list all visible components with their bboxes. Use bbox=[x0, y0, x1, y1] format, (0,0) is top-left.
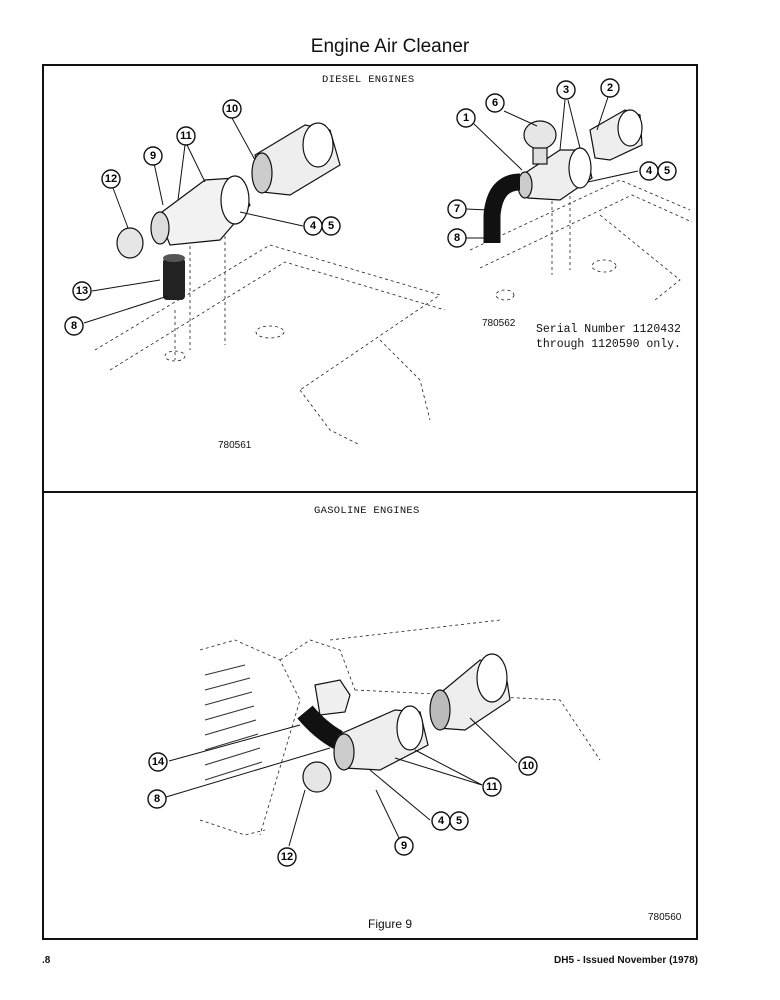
callout-13-left: 13 bbox=[72, 281, 92, 301]
callout-8-right-label: 8 bbox=[454, 232, 460, 244]
callout-4-left-label: 4 bbox=[310, 220, 317, 232]
callout-7-right: 7 bbox=[447, 199, 467, 219]
diesel-section-label: DIESEL ENGINES bbox=[322, 74, 415, 86]
callout-9-gas-label: 9 bbox=[401, 840, 407, 852]
callout-6-right-label: 6 bbox=[492, 97, 498, 109]
callout-14-gas-label: 14 bbox=[152, 756, 165, 768]
callout-8-gas: 8 bbox=[147, 789, 167, 809]
callout-5-gas-label: 5 bbox=[456, 815, 462, 827]
page-title: Engine Air Cleaner bbox=[310, 36, 470, 57]
callout-2-right-label: 2 bbox=[607, 82, 613, 94]
callout-5-right-label: 5 bbox=[664, 165, 670, 177]
callout-4-gas: 4 bbox=[431, 811, 451, 831]
page-number: .8 bbox=[42, 955, 51, 966]
callout-4-gas-label: 4 bbox=[438, 815, 445, 827]
callout-11-left: 11 bbox=[176, 126, 196, 146]
serial-note-line-1: Serial Number 1120432 bbox=[536, 323, 681, 336]
serial-note: Serial Number 1120432 through 1120590 on… bbox=[536, 322, 681, 352]
diesel-left-figure-number: 780561 bbox=[218, 440, 252, 451]
callout-4-right-label: 4 bbox=[646, 165, 653, 177]
gasoline-drawing bbox=[165, 619, 601, 847]
diesel-left-drawing bbox=[83, 117, 446, 446]
figure-caption: Figure 9 bbox=[367, 917, 413, 931]
callout-9-gas: 9 bbox=[394, 836, 414, 856]
callout-10-left-label: 10 bbox=[226, 103, 238, 115]
callout-11-gas-label: 11 bbox=[486, 781, 498, 793]
callout-8-left-label: 8 bbox=[71, 320, 77, 332]
callout-9-left: 9 bbox=[143, 146, 163, 166]
callout-1-right-label: 1 bbox=[463, 112, 469, 124]
serial-note-line-2: through 1120590 only. bbox=[536, 338, 681, 351]
callout-5-left: 5 bbox=[321, 216, 341, 236]
callout-4-left: 4 bbox=[303, 216, 323, 236]
callout-5-left-label: 5 bbox=[328, 220, 334, 232]
callout-13-left-label: 13 bbox=[76, 285, 88, 297]
callout-12-gas: 12 bbox=[277, 847, 297, 867]
callout-5-gas: 5 bbox=[449, 811, 469, 831]
callout-8-gas-label: 8 bbox=[154, 793, 160, 805]
section-divider bbox=[42, 491, 698, 493]
callout-10-gas: 10 bbox=[518, 756, 538, 776]
callout-1-right: 1 bbox=[456, 108, 476, 128]
callout-11-left-label: 11 bbox=[180, 130, 192, 142]
callout-4-right: 4 bbox=[639, 161, 659, 181]
callout-9-left-label: 9 bbox=[150, 150, 156, 162]
callout-14-gas: 14 bbox=[148, 752, 168, 772]
callout-3-right-label: 3 bbox=[563, 84, 569, 96]
callout-3-right: 3 bbox=[556, 80, 576, 100]
callout-5-right: 5 bbox=[657, 161, 677, 181]
callout-8-left: 8 bbox=[64, 316, 84, 336]
callout-6-right: 6 bbox=[485, 93, 505, 113]
callout-11-gas: 11 bbox=[482, 777, 502, 797]
figure-frame bbox=[42, 64, 698, 940]
gasoline-section-label: GASOLINE ENGINES bbox=[314, 505, 420, 517]
callout-10-left: 10 bbox=[222, 99, 242, 119]
callout-10-gas-label: 10 bbox=[522, 760, 534, 772]
callout-12-left: 12 bbox=[101, 169, 121, 189]
callout-8-right: 8 bbox=[447, 228, 467, 248]
gasoline-figure-number: 780560 bbox=[648, 912, 682, 923]
callout-12-gas-label: 12 bbox=[281, 851, 293, 863]
callout-2-right: 2 bbox=[600, 78, 620, 98]
diesel-right-figure-number: 780562 bbox=[482, 318, 516, 329]
callout-7-right-label: 7 bbox=[454, 203, 460, 215]
callout-12-left-label: 12 bbox=[105, 173, 117, 185]
diesel-right-drawing bbox=[465, 96, 693, 301]
issue-note: DH5 - Issued November (1978) bbox=[554, 955, 698, 966]
